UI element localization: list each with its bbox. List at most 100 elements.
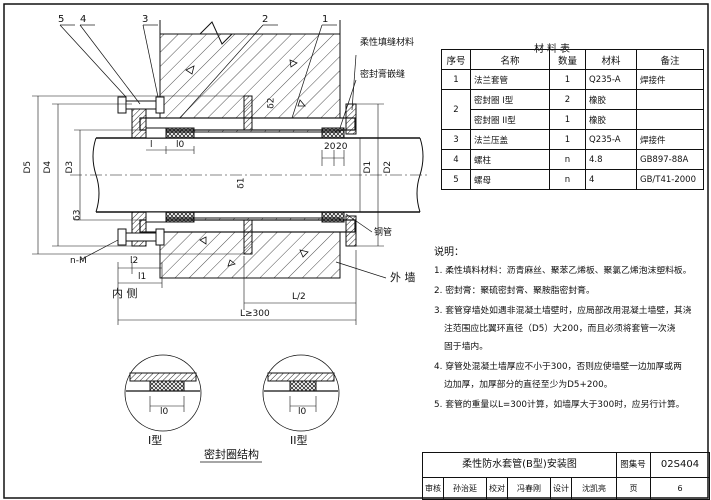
table-row: 1 法兰套管 1 Q235-A 焊接件 — [441, 69, 704, 90]
dim-l: l — [150, 140, 153, 150]
dim-d1: D1 — [363, 160, 374, 174]
right-dimensions — [321, 103, 384, 247]
drawing-frame — [3, 3, 709, 499]
note-line: 4. 穿管处混凝土墙厚应不小于300，否则应使墙壁一边加厚或两 — [434, 362, 682, 372]
checker-name: 冯春刚 — [508, 478, 551, 499]
table-row: 3 法兰压盖 1 Q235-A 焊接件 — [441, 129, 704, 150]
inner-side-label: 内 侧 — [112, 287, 138, 300]
detail2-l0: l0 — [298, 407, 307, 417]
callout-4: 4 — [80, 14, 87, 25]
materials-table: 序号 名称 数量 材料 备注 1 法兰套管 1 Q235-A 焊接件 2 密封圈… — [441, 49, 704, 190]
cell-qty: n — [549, 149, 586, 170]
cell-name: 螺母 — [470, 169, 550, 190]
cell-qty: n — [549, 169, 586, 190]
note-line: 3. 套管穿墙处如遇非混凝土墙壁时，应局部改用混凝土墙壁，其浇 — [434, 306, 692, 316]
cell-note: GB897-88A — [636, 149, 704, 170]
cell-no: 3 — [441, 129, 471, 150]
cell-note: 焊接件 — [636, 69, 704, 90]
bolts — [117, 96, 165, 246]
note-line: 边加厚，加厚部分的直径至少为D5+200。 — [444, 380, 613, 390]
seal-detail-type-2 — [262, 354, 340, 432]
reviewer-name: 孙治延 — [444, 478, 487, 499]
cell-no: 2 — [441, 89, 471, 130]
seal-detail-type-1 — [124, 354, 202, 432]
seal-structure-title: 密封圈结构 — [204, 448, 259, 461]
dim-d5: D5 — [23, 160, 34, 174]
cell-no: 1 — [441, 69, 471, 90]
type-1-label: I型 — [148, 434, 163, 447]
steel-pipe — [70, 137, 430, 213]
cell-note — [636, 109, 704, 130]
col-qty: 数量 — [549, 49, 586, 70]
callout-2: 2 — [262, 14, 269, 25]
bolt-spec-label: n-M — [70, 256, 87, 266]
col-material: 材料 — [585, 49, 637, 70]
note-line: 注范围应比翼环直径（D5）大200，而且必须将套管一次浇 — [444, 324, 676, 334]
dim-20-a: 20 — [324, 142, 336, 152]
cell-material: Q235-A — [585, 129, 637, 150]
check-label: 校对 — [487, 478, 508, 499]
col-name: 名称 — [470, 49, 550, 70]
dim-l0: l0 — [176, 140, 185, 150]
cell-note: 焊接件 — [636, 129, 704, 150]
table-row: 5 螺母 n 4 GB/T41-2000 — [441, 169, 704, 190]
cell-material: 橡胶 — [585, 89, 637, 110]
dim-d4: D4 — [43, 160, 54, 174]
cell-qty: 1 — [549, 129, 586, 150]
note-line: 2. 密封膏：聚硫密封膏、聚胺脂密封膏。 — [434, 286, 595, 296]
outer-wall-label: 外 墙 — [390, 271, 416, 284]
dim-delta3: δ3 — [72, 209, 83, 221]
note-line: 5. 套管的重量以L=300计算，如墙厚大于300时，应另行计算。 — [434, 400, 685, 410]
notes-title: 说明： — [434, 247, 464, 258]
callout-5: 5 — [58, 14, 65, 25]
designer-name: 沈凯亮 — [572, 478, 617, 499]
note-5: 5. 套管的重量以L=300计算，如墙厚大于300时，应另行计算。 — [434, 396, 704, 414]
dim-delta1: δ1 — [236, 177, 247, 189]
left-dimensions — [32, 95, 244, 255]
flange-gland — [131, 103, 167, 247]
table-row: 密封圈 II型 1 橡胶 — [442, 109, 704, 130]
cell-name: 密封圈 I型 — [470, 89, 550, 110]
cell-name: 螺柱 — [470, 149, 550, 170]
cell-note — [636, 89, 704, 110]
review-label: 审核 — [423, 478, 444, 499]
sealant-joint-label: 密封膏嵌缝 — [360, 70, 406, 80]
callout-1: 1 — [322, 14, 329, 25]
leader-lines — [59, 24, 387, 279]
dim-l-half: L/2 — [292, 292, 306, 302]
cell-no: 5 — [441, 169, 471, 190]
cell-qty: 1 — [549, 109, 586, 130]
cell-no: 4 — [441, 149, 471, 170]
dim-l1: l1 — [138, 272, 147, 282]
note-3: 3. 套管穿墙处如遇非混凝土墙壁时，应局部改用混凝土墙壁，其浇 注范围应比翼环直… — [434, 302, 704, 356]
callout-3: 3 — [142, 14, 149, 25]
design-label: 设计 — [551, 478, 572, 499]
note-1: 1. 柔性填料材料：沥青麻丝、聚苯乙烯板、聚氯乙烯泡沫塑料板。 — [434, 262, 704, 280]
note-line: 1. 柔性填料材料：沥青麻丝、聚苯乙烯板、聚氯乙烯泡沫塑料板。 — [434, 266, 692, 276]
cell-qty: 1 — [549, 69, 586, 90]
dim-d3: D3 — [65, 160, 76, 174]
steel-pipe-label: 钢管 — [374, 228, 393, 238]
page-label: 页 — [617, 478, 651, 499]
flexible-fill-label: 柔性填缝材料 — [360, 38, 415, 48]
cell-material: 橡胶 — [585, 109, 637, 130]
atlas-number-label: 图集号 — [616, 453, 651, 478]
drawing-title: 柔性防水套管(B型)安装图 — [423, 453, 617, 478]
note-line: 固于墙内。 — [444, 342, 488, 352]
cell-material: 4 — [585, 169, 637, 190]
type-2-label: II型 — [290, 434, 308, 447]
dim-d2: D2 — [383, 160, 394, 174]
atlas-number: 02S404 — [651, 453, 709, 478]
col-note: 备注 — [636, 49, 704, 70]
table-header-row: 序号 名称 数量 材料 备注 — [441, 49, 704, 70]
dim-l-min: L≥300 — [240, 309, 270, 319]
page-number: 6 — [677, 484, 683, 493]
cell-name: 密封圈 II型 — [470, 109, 550, 130]
bottom-dimensions — [117, 146, 357, 325]
flange-sleeve — [139, 95, 357, 255]
dim-l2: l2 — [130, 256, 139, 266]
dim-20-b: 20 — [336, 142, 348, 152]
col-no: 序号 — [441, 49, 471, 70]
cell-qty: 2 — [549, 89, 586, 110]
